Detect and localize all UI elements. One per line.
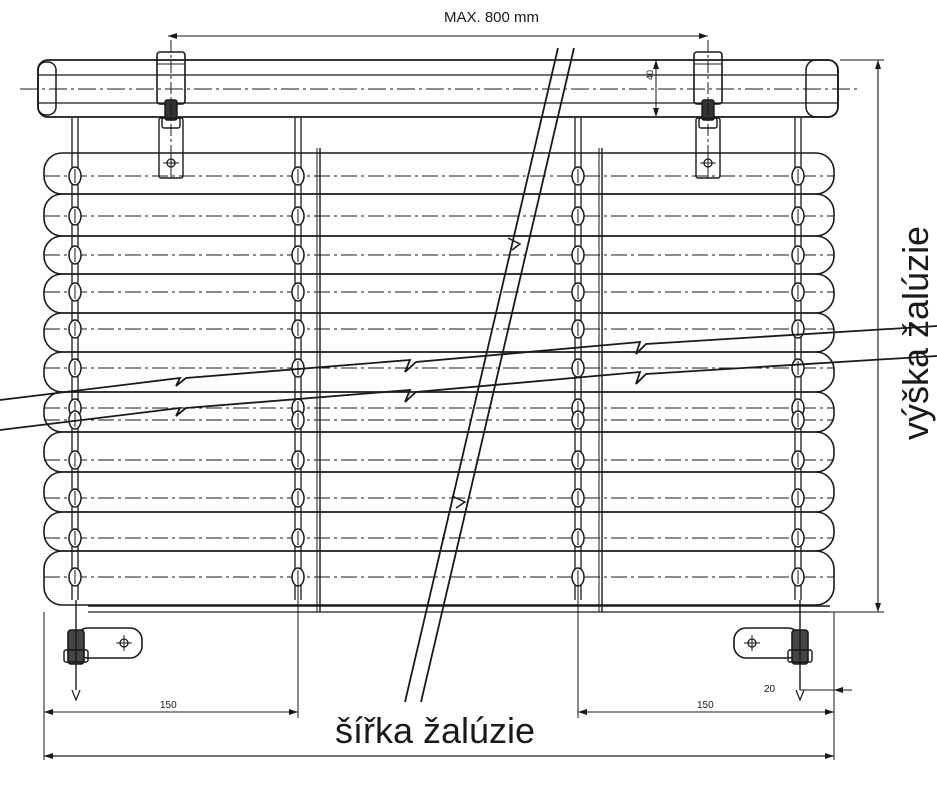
right-offset-arrow-r	[825, 709, 834, 715]
blind-height-label: výška žalúzie	[895, 225, 936, 440]
left-offset-arrow-r	[289, 709, 298, 715]
break-horizontal-b	[0, 355, 937, 431]
slat-11	[43, 550, 835, 606]
head-rail	[20, 59, 860, 118]
bottom-fixings	[63, 600, 813, 702]
width-arrow-right	[825, 753, 834, 759]
rail-height-label: 40	[645, 69, 655, 80]
slat-4	[43, 273, 835, 314]
height-arrow-top	[875, 60, 881, 69]
break-diagonal-a	[404, 47, 559, 703]
bottom-bracket-left-plate	[75, 627, 143, 659]
break-zig-1	[507, 237, 522, 251]
edge-offset-label: 20	[764, 684, 776, 695]
break-zig-2	[451, 495, 467, 509]
bottom-bracket-right-plate	[733, 627, 801, 659]
slat-5	[43, 312, 835, 353]
break-horizontal-a	[0, 325, 937, 401]
max-dim-arrow-left	[168, 33, 177, 39]
max-dim-arrow-right	[699, 33, 708, 39]
slats	[43, 152, 835, 613]
left-offset-arrow-l	[44, 709, 53, 715]
slat-10	[43, 511, 835, 552]
slat-6	[43, 351, 835, 393]
bottom-bracket-right-tip	[795, 689, 805, 702]
max-width-label: MAX. 800 mm	[444, 9, 540, 26]
left-offset-label: 150	[160, 700, 177, 711]
right-offset-label: 150	[697, 700, 714, 711]
bottom-bracket-left-hole-ring	[119, 638, 129, 648]
slat-7	[43, 391, 835, 433]
width-arrow-left	[44, 753, 53, 759]
dimension-lines	[43, 33, 884, 760]
right-offset-arrow-l	[578, 709, 587, 715]
ladder-strings	[68, 118, 805, 612]
slat-1	[43, 152, 835, 195]
slat-2	[43, 193, 835, 237]
rail-height-arrow-bottom	[653, 108, 659, 117]
mounting-brackets	[156, 40, 723, 180]
break-lines	[0, 47, 937, 703]
slat-9	[43, 471, 835, 513]
height-arrow-bottom	[875, 603, 881, 612]
slat-8	[43, 431, 835, 473]
bottom-bracket-left-tip	[71, 689, 81, 702]
bottom-bracket-right-hole-ring	[747, 638, 757, 648]
blind-width-label: šířka žalúzie	[335, 710, 536, 751]
edge-dim-arrow	[834, 687, 843, 693]
break-diagonal-b	[420, 47, 575, 703]
rail-height-arrow-top	[653, 60, 659, 69]
